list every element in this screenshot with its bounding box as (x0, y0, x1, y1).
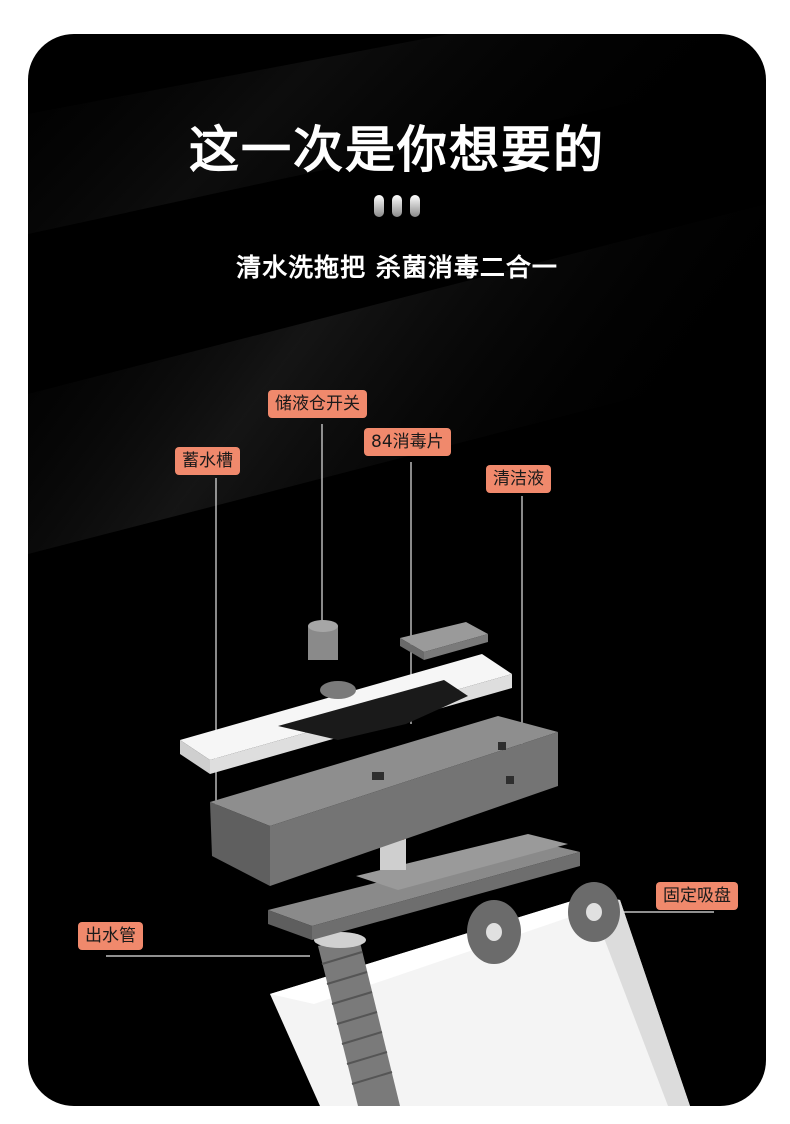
divider-bars (374, 195, 420, 217)
exploded-product-diagram (106, 424, 714, 1106)
outlet-pipe (314, 932, 400, 1106)
suction-cup-right (568, 882, 620, 942)
page-subtitle: 清水洗拖把 杀菌消毒二合一 (236, 253, 558, 282)
product-banner: 这一次是你想要的 清水洗拖把 杀菌消毒二合一 (28, 34, 766, 1106)
callout-cleaning-liquid: 清洁液 (486, 465, 551, 493)
liquid-switch (308, 620, 338, 660)
callout-liquid-switch: 储液仓开关 (268, 390, 367, 418)
suction-cup-left (467, 900, 521, 964)
callout-outlet-pipe: 出水管 (78, 922, 143, 950)
liquid-frame (180, 654, 512, 774)
tablet-cover (400, 622, 488, 660)
page-title: 这一次是你想要的 (189, 121, 605, 179)
callout-suction-cup: 固定吸盘 (656, 882, 738, 910)
callout-water-tank: 蓄水槽 (175, 447, 240, 475)
callout-disinfect-tablet: 84消毒片 (364, 428, 451, 456)
